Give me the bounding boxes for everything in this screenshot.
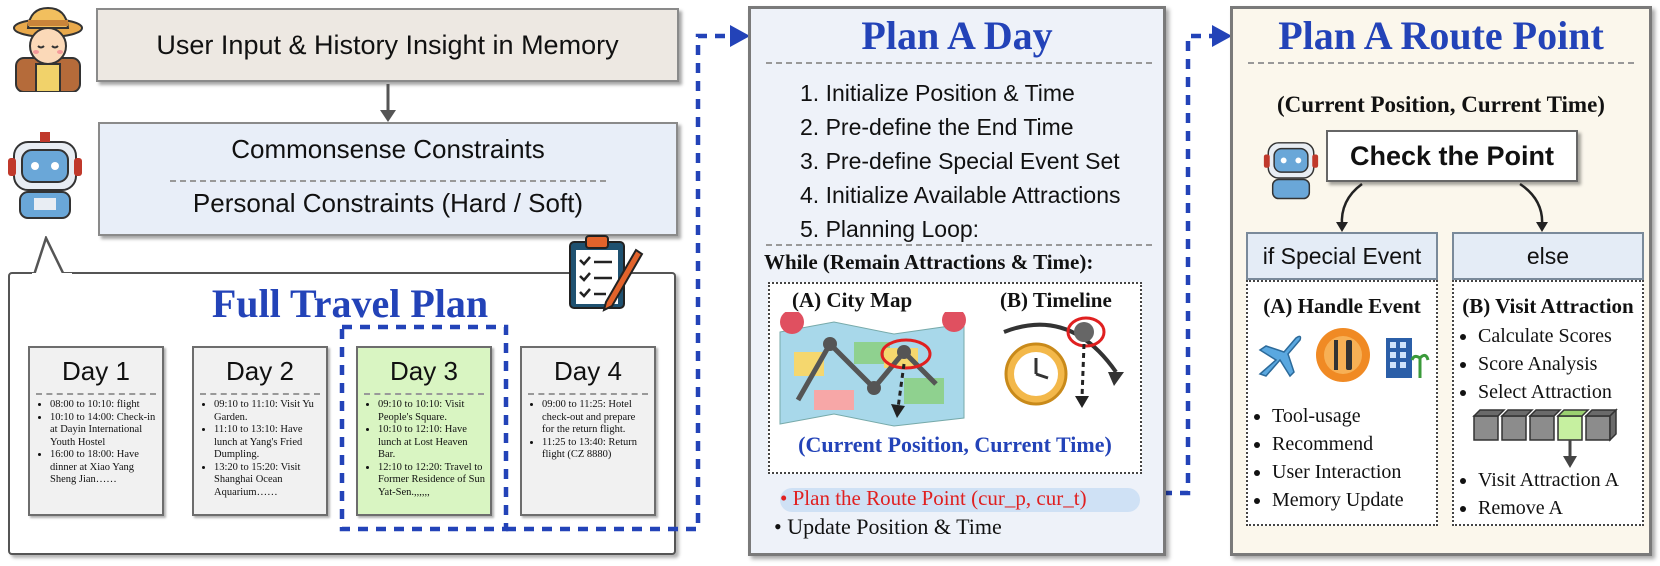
update-position-label: Update Position & Time xyxy=(787,514,1002,539)
airplane-icon xyxy=(1258,335,1302,378)
city-map-label: (A) City Map xyxy=(792,288,913,312)
route-point-highlight xyxy=(780,488,1140,512)
visit-attraction-box: (B) Visit Attraction xyxy=(1452,280,1644,526)
robot-small-icon xyxy=(1263,142,1319,200)
current-position-time-header: (Current Position, Current Time) xyxy=(1277,92,1605,117)
steps-list: 1. Initialize Position & Time 2. Pre-def… xyxy=(800,76,1120,246)
day-title: Day 3 xyxy=(390,356,458,386)
list-item: 08:00 to 10:10: flight xyxy=(50,399,158,412)
day-title: Day 2 xyxy=(226,356,294,386)
visit-attraction-list: Calculate Scores Score Analysis Select A… xyxy=(1458,322,1612,406)
update-position-step: • Update Position & Time xyxy=(774,514,1002,540)
while-loop-label: While (Remain Attractions & Time): xyxy=(764,250,1094,274)
current-position-time-label: (Current Position, Current Time) xyxy=(798,432,1112,457)
plan-route-point-step: • Plan the Route Point (cur_p, cur_t) xyxy=(780,486,1087,511)
if-label: if Special Event xyxy=(1262,242,1422,269)
handle-event-list: Tool-usage Recommend User Interaction Me… xyxy=(1252,402,1404,514)
bullet: • xyxy=(780,486,793,510)
list-item: Calculate Scores xyxy=(1478,322,1612,350)
personal-constraints-label: Personal Constraints (Hard / Soft) xyxy=(192,188,584,218)
list-item: Remove A xyxy=(1478,494,1619,522)
visit-attraction-title: (B) Visit Attraction xyxy=(1462,294,1634,318)
attraction-selection-cubes-icon xyxy=(1472,408,1618,468)
list-item: 13:20 to 15:20: Visit Shanghai Ocean Aqu… xyxy=(214,462,322,500)
handle-event-box: (A) Handle Event xyxy=(1246,280,1438,526)
else-text: else xyxy=(1526,242,1570,269)
commonsense-constraints-label: Commonsense Constraints xyxy=(231,134,545,164)
else-label: else xyxy=(1452,232,1644,280)
timeline-clock-icon xyxy=(1003,316,1124,408)
list-item: 09:10 to 11:10: Visit Yu Garden. xyxy=(214,399,322,424)
list-item: User Interaction xyxy=(1272,458,1404,486)
day-title: Day 1 xyxy=(62,356,130,386)
user-input-box: User Input & History Insight in Memory xyxy=(96,8,679,82)
list-item: 16:00 to 18:00: Have dinner at Xiao Yang… xyxy=(50,449,158,487)
speech-tail xyxy=(32,236,72,276)
day-card-3: Day 3 09:10 to 10:10: Visit People's Squ… xyxy=(356,346,492,516)
handle-event-title: (A) Handle Event xyxy=(1263,294,1421,318)
divider xyxy=(1248,62,1634,64)
list-item: 09:00 to 11:25: Hotel check-out and prep… xyxy=(542,399,650,437)
list-item: 09:10 to 10:10: Visit People's Square. xyxy=(378,399,486,424)
list-item: Recommend xyxy=(1272,430,1404,458)
list-item: 10:10 to 14:00: Check-in at Dayin Intern… xyxy=(50,412,158,450)
traveler-avatar-icon xyxy=(13,6,83,92)
constraints-box: Commonsense Constraints Personal Constra… xyxy=(98,122,678,236)
bullet: • xyxy=(774,514,788,539)
plan-a-route-point-title: Plan A Route Point xyxy=(1278,13,1604,58)
list-item: Tool-usage xyxy=(1272,402,1404,430)
if-special-event-label: if Special Event xyxy=(1246,232,1438,280)
step-item: 1. Initialize Position & Time xyxy=(800,80,1075,106)
list-item: Score Analysis xyxy=(1478,350,1612,378)
day-card-4: Day 4 09:00 to 11:25: Hotel check-out an… xyxy=(520,346,656,516)
hotel-icon xyxy=(1386,338,1430,378)
step-item: 2. Pre-define the End Time xyxy=(800,114,1074,140)
list-item: Memory Update xyxy=(1272,486,1404,514)
timeline-label: (B) Timeline xyxy=(1000,288,1112,312)
branch-arrows xyxy=(1336,182,1548,232)
list-item: 11:25 to 13:40: Return flight (CZ 8880) xyxy=(542,437,650,462)
clipboard-checklist-icon xyxy=(569,235,644,312)
step-item: 5. Planning Loop: xyxy=(800,216,980,242)
city-map-icon xyxy=(779,312,966,427)
visit-attraction-list-2: Visit Attraction A Remove A xyxy=(1458,466,1619,522)
user-input-label: User Input & History Insight in Memory xyxy=(156,29,619,60)
list-item: 12:10 to 12:20: Travel to Former Residen… xyxy=(378,462,486,500)
constraints-divider xyxy=(170,180,606,182)
plan-route-point-label: Plan the Route Point (cur_p, cur_t) xyxy=(792,486,1087,510)
divider xyxy=(766,244,1152,246)
step-item: 3. Pre-define Special Event Set xyxy=(800,148,1120,174)
check-the-point-box: Check the Point xyxy=(1326,130,1578,182)
plan-a-day-title: Plan A Day xyxy=(861,13,1053,58)
arrow-down-icon xyxy=(380,84,396,122)
list-item: 10:10 to 12:10: Have lunch at Lost Heave… xyxy=(378,424,486,462)
full-travel-plan-title: Full Travel Plan xyxy=(211,281,489,326)
list-item: 11:10 to 13:10: Have lunch at Yang's Fri… xyxy=(214,424,322,462)
step-item: 4. Initialize Available Attractions xyxy=(800,182,1121,208)
list-item: Select Attraction xyxy=(1478,378,1612,406)
restaurant-icon xyxy=(1316,328,1370,382)
robot-agent-icon xyxy=(8,132,82,219)
check-point-label: Check the Point xyxy=(1349,140,1555,171)
list-item: Visit Attraction A xyxy=(1478,466,1619,494)
divider xyxy=(766,62,1152,64)
day-card-2: Day 2 09:10 to 11:10: Visit Yu Garden. 1… xyxy=(192,346,328,516)
day-card-1: Day 1 08:00 to 10:10: flight 10:10 to 14… xyxy=(28,346,164,516)
day-title: Day 4 xyxy=(554,356,622,386)
